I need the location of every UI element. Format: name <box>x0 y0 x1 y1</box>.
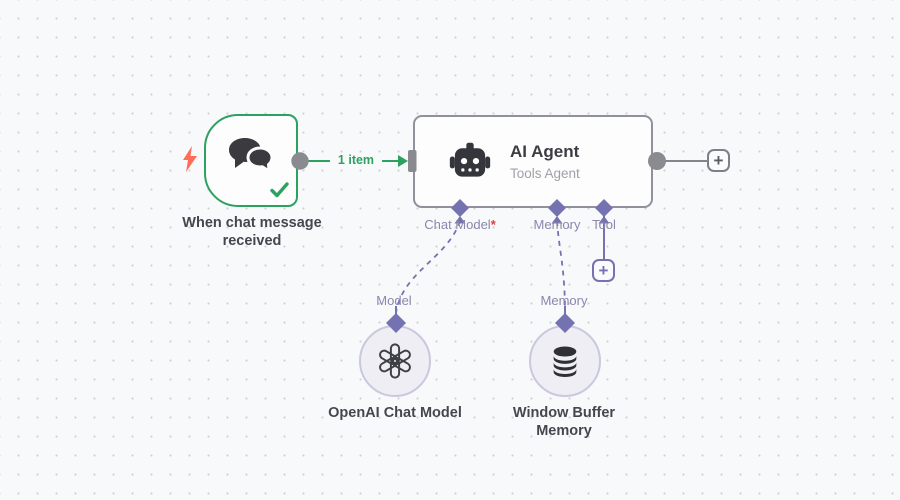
agent-port-label-chat-model: Chat Model* <box>415 217 505 232</box>
success-check-icon <box>270 182 289 198</box>
required-marker: * <box>490 217 496 232</box>
connection-arrowhead <box>398 155 408 167</box>
database-icon <box>553 346 577 378</box>
plus-icon: + <box>598 261 609 280</box>
window-memory-port-label: Memory <box>540 293 588 308</box>
chat-model-port-text: Chat Model <box>424 217 491 232</box>
plus-icon: + <box>713 151 724 170</box>
node-ai-agent[interactable]: AI Agent Tools Agent <box>413 115 653 208</box>
robot-icon <box>449 142 491 177</box>
agent-port-label-tool: Tool <box>592 217 616 232</box>
node-window-buffer-memory[interactable] <box>529 325 601 397</box>
openai-port-label-model: Model <box>376 293 412 308</box>
trigger-node-label: When chat message received <box>182 215 322 249</box>
chat-bubbles-icon <box>229 138 274 174</box>
trigger-bolt-icon <box>183 146 197 172</box>
add-tool-button[interactable]: + <box>592 259 615 282</box>
openai-logo-icon <box>379 343 411 379</box>
agent-node-subtitle: Tools Agent <box>510 166 580 181</box>
connection-items-count: 1 item <box>330 153 382 167</box>
openai-node-label: OpenAI Chat Model <box>328 405 462 421</box>
node-openai-chat-model[interactable] <box>359 325 431 397</box>
node-when-chat-message-received[interactable] <box>204 114 298 207</box>
add-node-after-agent-button[interactable]: + <box>707 149 730 172</box>
agent-node-title: AI Agent <box>510 142 580 161</box>
window-memory-node-label: Window Buffer Memory <box>512 405 616 439</box>
